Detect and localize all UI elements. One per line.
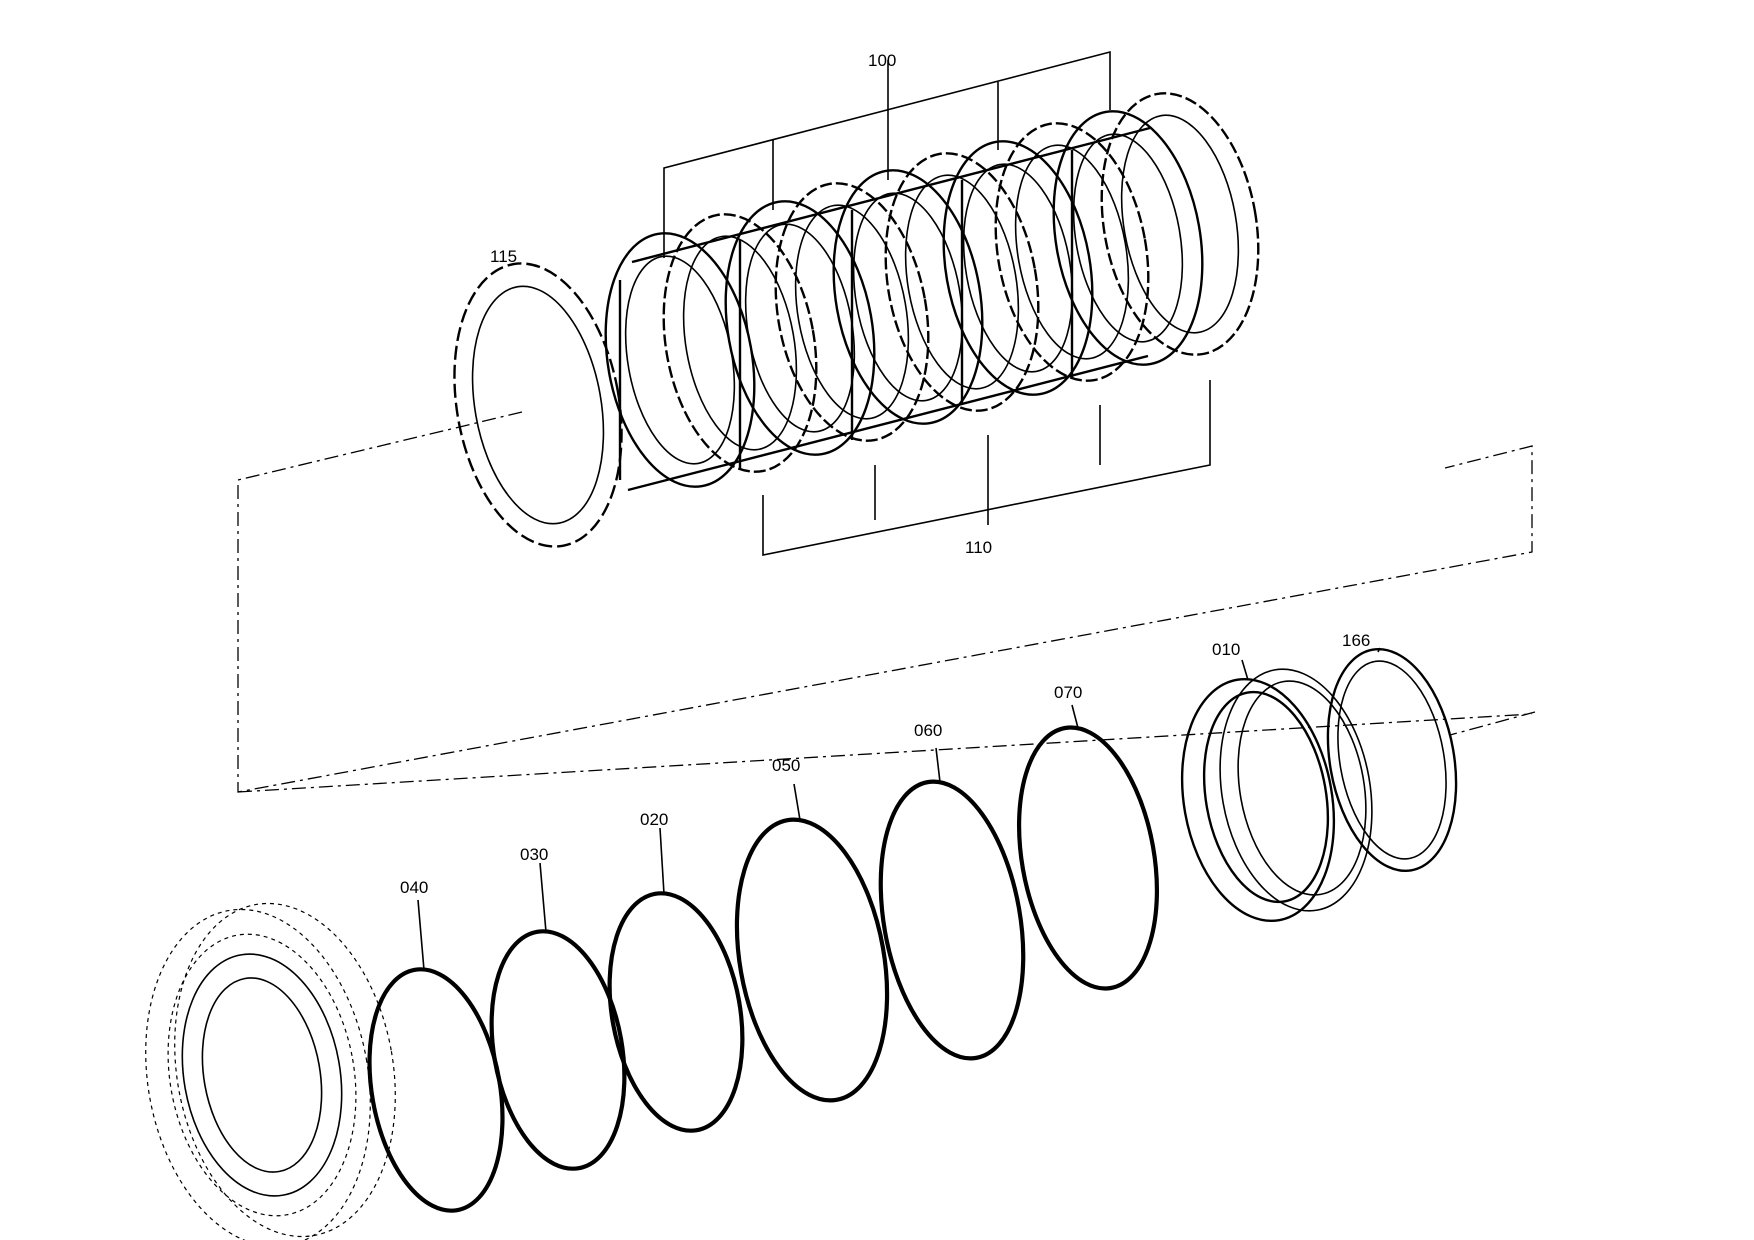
label-100: 100 (868, 51, 896, 70)
label-050: 050 (772, 756, 800, 775)
label-030: 030 (520, 845, 548, 864)
label-020: 020 (640, 810, 668, 829)
ring-030 (489, 862, 627, 1171)
label-166: 166 (1342, 631, 1370, 650)
disc-pack-plates (604, 92, 1260, 488)
housing (145, 902, 396, 1240)
label-060: 060 (914, 721, 942, 740)
label-040: 040 (400, 878, 428, 897)
ring-050 (734, 783, 890, 1103)
leader-100 (663, 50, 1111, 258)
ring-020 (607, 827, 745, 1133)
label-010: 010 (1212, 640, 1240, 659)
assembly-axis-frame (237, 411, 1536, 793)
disc-pack-tie-bars (618, 126, 1151, 492)
label-110: 110 (965, 538, 992, 557)
leader-110 (762, 380, 1211, 556)
clutch-disc-pack (604, 50, 1260, 556)
ring-070 (1016, 704, 1160, 991)
label-115: 115 (490, 247, 517, 266)
callout-labels: 100 110 115 010 166 070 060 050 020 030 … (400, 51, 1370, 897)
ring-060 (878, 747, 1026, 1061)
label-070: 070 (1054, 683, 1082, 702)
part-166-ring (1326, 647, 1458, 873)
part-115-toothed-disc (453, 262, 623, 548)
part-010-piston (1180, 659, 1373, 923)
